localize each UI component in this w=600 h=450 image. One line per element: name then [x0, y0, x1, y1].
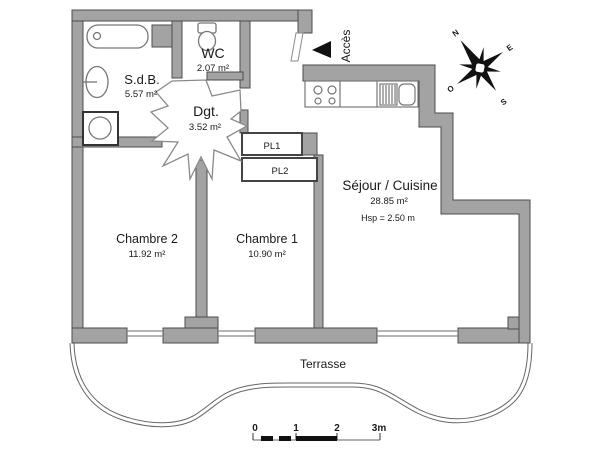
scale-tick-2: 2 [334, 423, 340, 434]
compass-south-label: S [499, 96, 509, 107]
south-wall-segment-4 [457, 327, 520, 344]
south-wall-segment-3 [254, 327, 378, 344]
west-wall [71, 9, 84, 344]
south-wall-segment-2 [162, 327, 219, 344]
closet-pl1-box [241, 132, 303, 156]
room-labels: S.d.B. 5.57 m² WC 2.07 m² Dgt. 3.52 m² P… [116, 30, 438, 371]
hallway-door-swings [149, 79, 249, 182]
entry-arrow-icon [312, 41, 331, 58]
closets [241, 132, 318, 182]
sejour-ceiling-height: Hsp = 2.50 m [361, 213, 415, 223]
toilet-bowl [197, 30, 217, 52]
terrasse-name: Terrasse [300, 357, 346, 371]
sdb-area: 5.57 m² [125, 89, 157, 100]
compass-north-label: N [451, 28, 461, 39]
bathtub [86, 24, 149, 49]
wc-sejour-wall [239, 20, 251, 89]
scale-tick-1: 1 [293, 423, 299, 434]
entry-stub-wall [297, 9, 313, 34]
sdb-name: S.d.B. [124, 72, 159, 87]
sdb-duct [151, 24, 173, 48]
terrace-outline [69, 342, 533, 428]
doors [149, 32, 304, 182]
bathtub-faucet [92, 31, 102, 41]
wc-area: 2.07 m² [197, 63, 229, 74]
scale-tick-0: 0 [252, 423, 258, 434]
sejour-name: Séjour / Cuisine [342, 178, 437, 193]
chambre1-area: 10.90 m² [248, 249, 286, 260]
dgt-name: Dgt. [193, 103, 219, 119]
windows [127, 330, 458, 337]
wc-name: WC [201, 45, 224, 61]
south-east-step [507, 316, 520, 330]
pl-duct [301, 132, 318, 156]
wc-south-wall [206, 71, 244, 81]
scale-tick-3: 3m [372, 423, 387, 434]
closet-pl2-box [241, 157, 318, 182]
kitchen-fixtures [304, 80, 419, 108]
closet-pl1-label: PL1 [264, 141, 281, 152]
chambre1-sejour-wall [313, 154, 324, 329]
chambre2-area: 11.92 m² [129, 249, 166, 260]
south-wall-segment-1 [71, 327, 128, 344]
outer-walls [71, 9, 531, 344]
washing-machine-drum [88, 116, 112, 140]
sdb-wc-wall [171, 20, 183, 79]
compass-west-label: O [446, 84, 456, 95]
chambre-divider-foot [184, 316, 219, 329]
closet-pl2-label: PL2 [272, 166, 289, 177]
dgt-area: 3.52 m² [189, 122, 221, 133]
north-wall [71, 9, 299, 22]
chambre2-name: Chambre 2 [116, 232, 178, 246]
compass-rose-icon: N E S O [446, 28, 515, 107]
stove-burners [313, 85, 337, 105]
interior-walls [71, 20, 324, 329]
kitchen-sink [379, 83, 416, 106]
chambre1-name: Chambre 1 [236, 232, 298, 246]
bathroom-fixtures [82, 22, 217, 146]
sink-basin [398, 83, 416, 106]
compass-east-label: E [505, 42, 515, 53]
entry-label: Accès [339, 30, 353, 63]
chambre-divider-wall [195, 159, 208, 329]
scale-bar: 0 1 2 3m [252, 423, 386, 441]
sejour-area: 28.85 m² [370, 196, 408, 207]
entry-door-leaf [290, 32, 304, 62]
